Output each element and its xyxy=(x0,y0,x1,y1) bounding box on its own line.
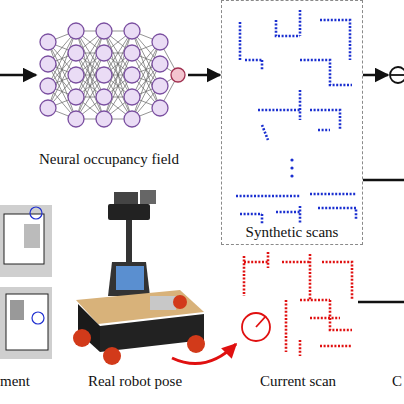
neuron xyxy=(124,89,140,105)
neuron xyxy=(124,67,140,83)
node-label: Synthetic scans xyxy=(226,224,358,241)
net-link xyxy=(104,53,132,119)
net-link xyxy=(76,31,104,97)
net-link xyxy=(76,53,104,119)
synthetic-scan xyxy=(236,10,356,224)
neuron xyxy=(152,34,168,50)
neuron xyxy=(152,56,168,72)
neuron xyxy=(124,111,140,127)
robot-photo xyxy=(73,190,205,365)
output-neuron xyxy=(171,68,185,82)
subtract-symbol xyxy=(390,67,404,83)
neuron xyxy=(152,100,168,116)
neuron xyxy=(96,45,112,61)
input-arrow xyxy=(0,74,36,77)
neuron xyxy=(124,23,140,39)
current-scan xyxy=(242,252,352,356)
network-block: Neural occupancy field xyxy=(30,12,188,170)
arrow xyxy=(363,74,388,77)
caption-label: Current scan xyxy=(260,373,336,390)
neuron xyxy=(68,45,84,61)
pose-arrow xyxy=(172,344,236,364)
neuron xyxy=(40,56,56,72)
scans-box: Synthetic scans xyxy=(221,0,363,245)
neural-network xyxy=(40,23,185,127)
neuron xyxy=(68,89,84,105)
neuron xyxy=(152,78,168,94)
caption-label: ment xyxy=(0,373,30,390)
neuron xyxy=(124,45,140,61)
node-label: Neural occupancy field xyxy=(30,151,188,168)
net-link xyxy=(76,53,104,119)
net-link xyxy=(104,31,132,97)
environment-maps xyxy=(0,205,52,359)
net-link xyxy=(76,31,104,97)
net-link xyxy=(104,53,132,119)
wire xyxy=(358,301,404,304)
wire xyxy=(363,179,404,182)
neuron xyxy=(96,67,112,83)
ellipsis-dots xyxy=(290,158,293,177)
neuron xyxy=(96,23,112,39)
neuron xyxy=(40,100,56,116)
neuron xyxy=(40,34,56,50)
flow-arrow xyxy=(188,74,220,77)
caption-label: C xyxy=(392,373,402,390)
neuron xyxy=(68,67,84,83)
net-link xyxy=(104,31,132,97)
neuron xyxy=(96,111,112,127)
neuron xyxy=(68,111,84,127)
neuron xyxy=(96,89,112,105)
neuron xyxy=(68,23,84,39)
caption-label: Real robot pose xyxy=(88,373,182,390)
neuron xyxy=(40,78,56,94)
